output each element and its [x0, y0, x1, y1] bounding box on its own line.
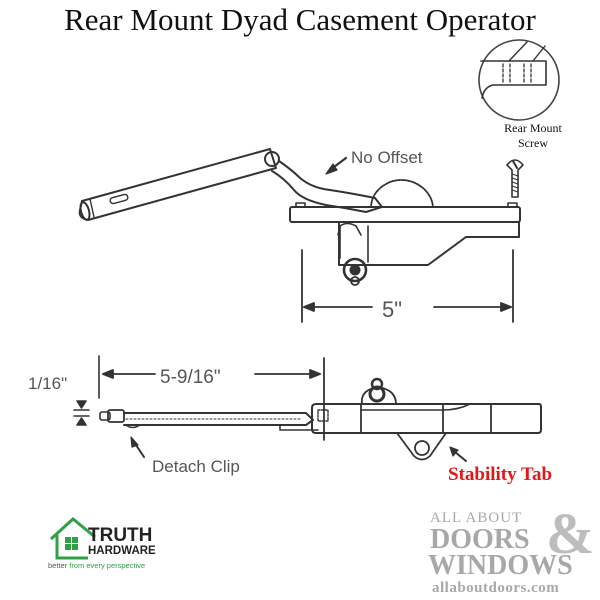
- aad-url: allaboutdoors.com: [432, 580, 560, 596]
- rear-mount-label-line2: Screw: [518, 136, 548, 150]
- page-title: Rear Mount Dyad Casement Operator: [64, 2, 536, 37]
- all-about-doors-logo: & ALL ABOUT DOORS WINDOWS allaboutdoors.…: [418, 501, 594, 598]
- truth-wordmark: TRUTH: [88, 525, 153, 546]
- aad-line1: ALL ABOUT: [430, 510, 523, 526]
- dimension-5in-label: 5": [382, 297, 402, 322]
- operator-housing: [289, 202, 521, 286]
- hardware-wordmark: HARDWARE: [88, 545, 156, 557]
- dimension-5-9-16in: [102, 357, 325, 441]
- detach-clip-label: Detach Clip: [152, 457, 240, 476]
- rear-mount-inset: [478, 39, 560, 121]
- screw-icon: [506, 159, 524, 198]
- ampersand: &: [546, 501, 595, 566]
- dimension-1-16in: [73, 355, 100, 426]
- aad-line2: DOORS: [430, 524, 530, 555]
- house-icon: [49, 517, 96, 560]
- rear-mount-label-line1: Rear Mount: [504, 121, 562, 135]
- stability-tab-label: Stability Tab: [448, 464, 553, 485]
- aad-line3: WINDOWS: [428, 550, 573, 581]
- crank-arm: [78, 148, 383, 221]
- truth-hardware-logo: TRUTH HARDWARE better from every perspec…: [48, 517, 178, 577]
- rear-mount-screw-label: Rear Mount Screw: [483, 121, 583, 151]
- stability-tab-arrow: [454, 451, 467, 462]
- dimension-5-9-16in-label: 5-9/16": [160, 367, 221, 388]
- side-arm: [99, 409, 319, 431]
- tagline-a: better: [48, 561, 70, 570]
- gear-sector: [370, 179, 434, 208]
- tagline-b: from every perspective: [69, 561, 146, 570]
- dimension-5in: [301, 249, 514, 323]
- no-offset-label: No Offset: [351, 148, 423, 167]
- side-housing: [311, 377, 542, 461]
- truth-tagline: better from every perspective: [48, 561, 145, 570]
- detach-clip-arrow: [135, 444, 145, 458]
- dimension-1-16in-label: 1/16": [28, 374, 67, 393]
